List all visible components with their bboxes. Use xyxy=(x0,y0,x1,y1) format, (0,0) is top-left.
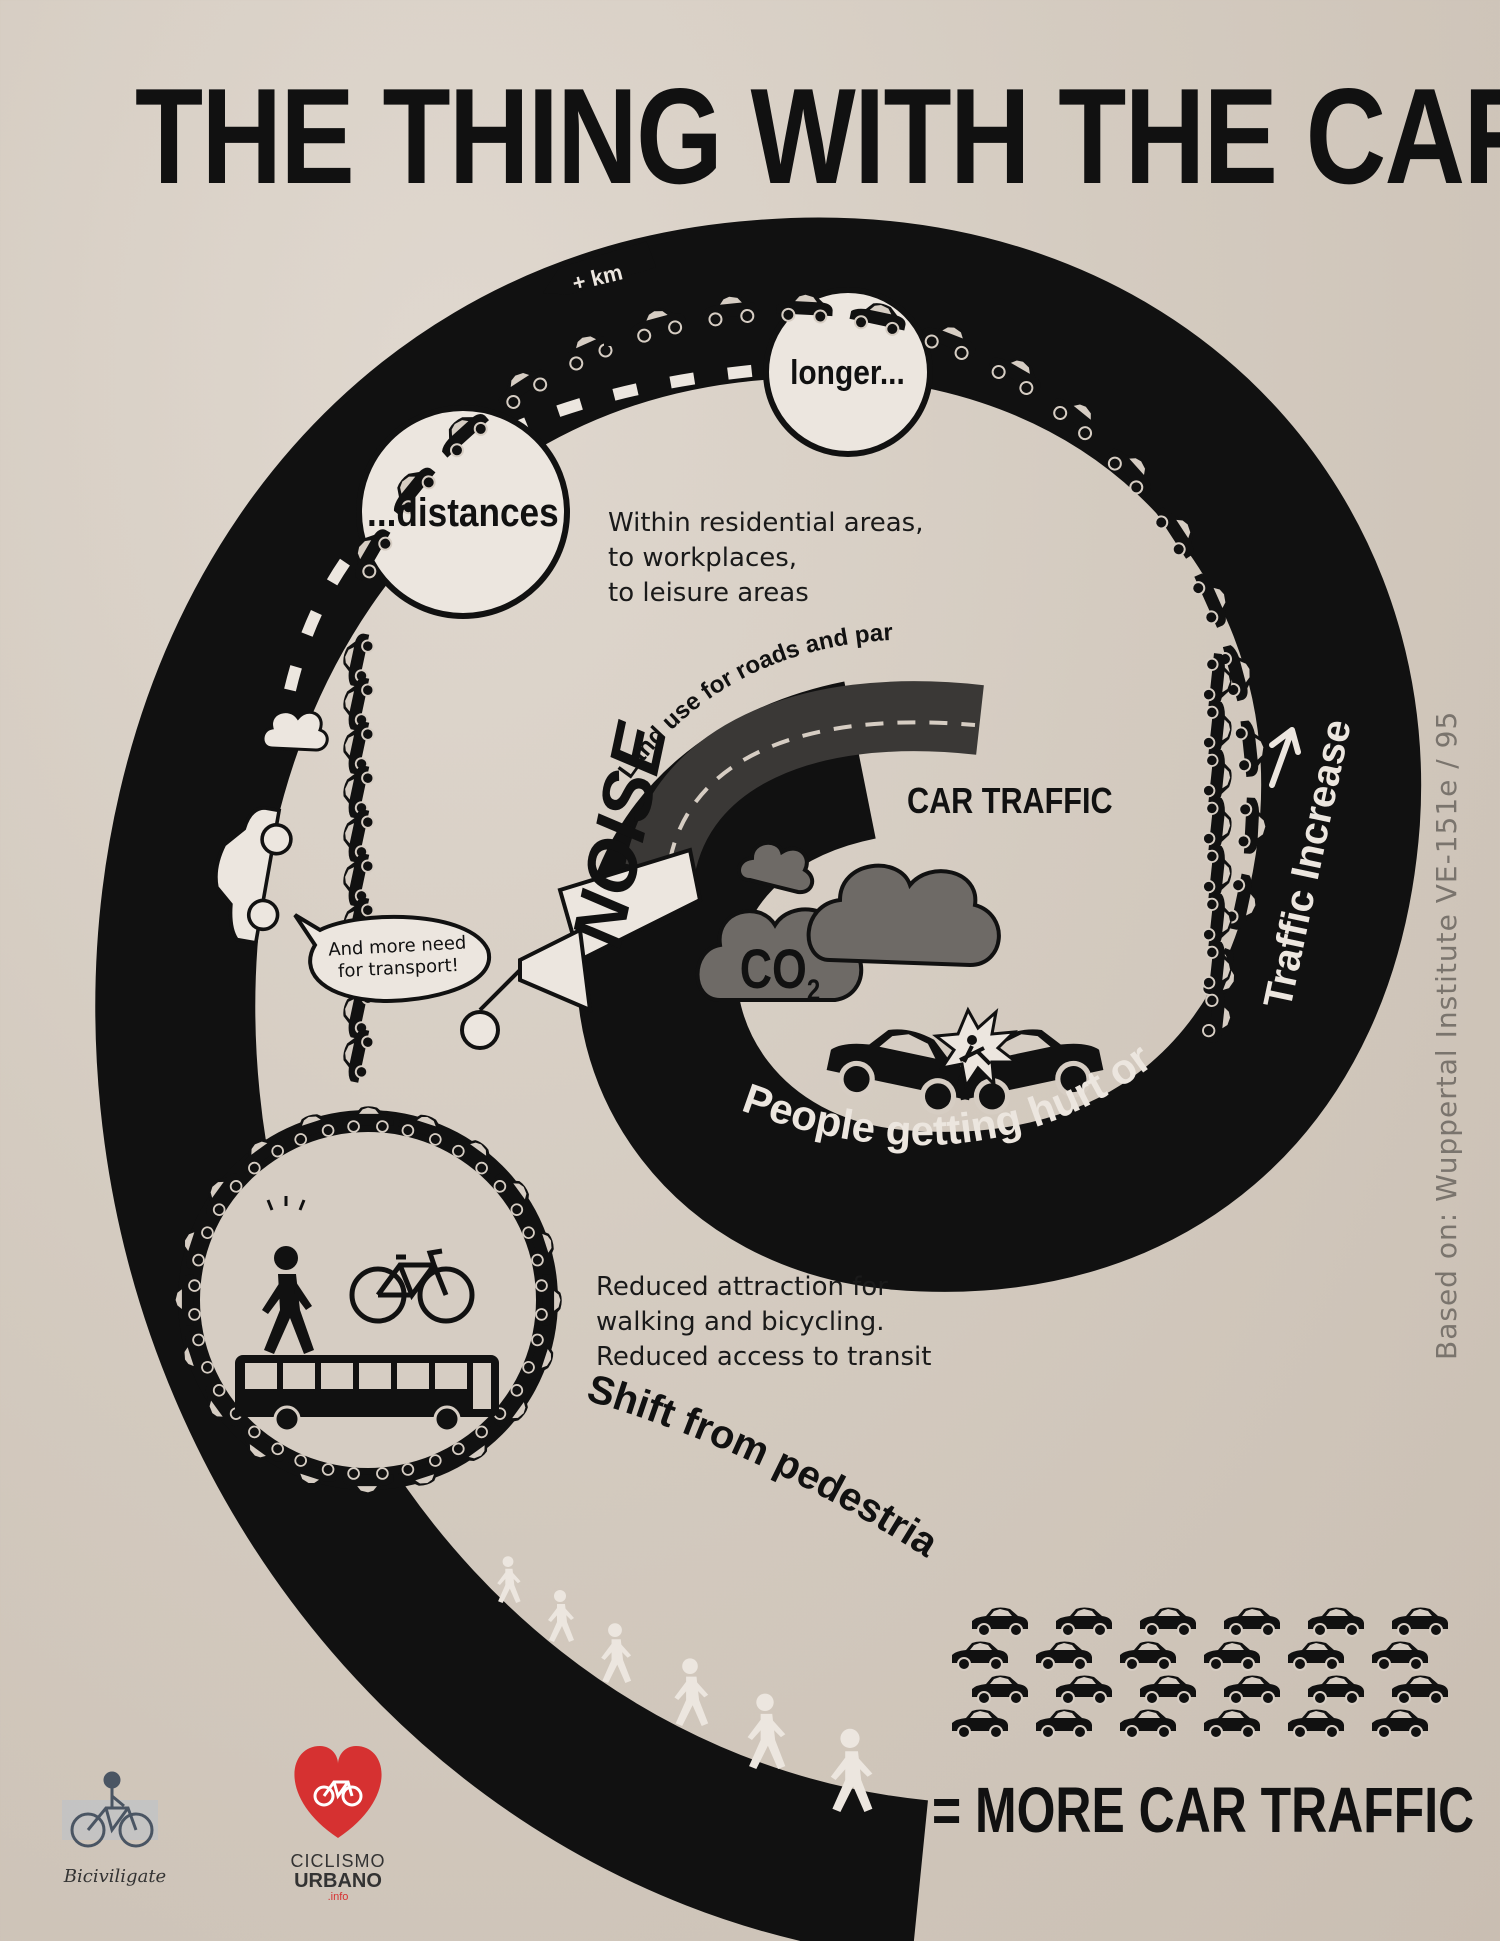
car-icon xyxy=(971,1674,1029,1705)
parking-lot-cars xyxy=(951,1606,1449,1739)
car-icon xyxy=(1035,1640,1093,1671)
car-icon xyxy=(1307,1674,1365,1705)
attraction-note: Reduced attraction for walking and bicyc… xyxy=(596,1272,932,1372)
car-icon xyxy=(1223,1674,1281,1705)
pedestrian-icon xyxy=(548,1590,574,1642)
car-icon xyxy=(337,717,377,778)
car-icon xyxy=(951,1708,1009,1739)
car-icon xyxy=(1139,1606,1197,1637)
car-icon xyxy=(1371,1708,1429,1739)
car-icon xyxy=(1223,1606,1281,1637)
car-icon xyxy=(1035,1708,1093,1739)
lane-markings xyxy=(284,364,761,692)
car-icon xyxy=(337,1025,377,1086)
right-logo-mid: URBANO xyxy=(294,1869,382,1892)
alert-marks xyxy=(266,1196,306,1211)
car-icon xyxy=(1119,1640,1177,1671)
co2-label: CO2 xyxy=(740,937,821,1006)
car-icon xyxy=(1139,1674,1197,1705)
left-logo-text: Biciviligate xyxy=(63,1866,167,1887)
car-icon xyxy=(1391,1606,1449,1637)
crash-icon xyxy=(823,1006,1107,1118)
smoke-cloud-icon xyxy=(695,841,1001,1002)
bicycle-logo-icon xyxy=(62,1771,158,1848)
car-icon xyxy=(1200,699,1236,758)
road-sign-icon: + km xyxy=(542,241,657,346)
bus-icon xyxy=(235,1355,499,1433)
car-icon xyxy=(1203,1708,1261,1739)
bicycle-icon xyxy=(349,1248,475,1324)
car-icon xyxy=(1371,1640,1429,1671)
credit-text: Based on: Wuppertal Institute VE-151e / … xyxy=(1430,710,1463,1360)
car-traffic-label: CAR TRAFFIC xyxy=(907,782,1113,822)
page-title: THE THING WITH THE CAR xyxy=(135,60,1500,212)
car-icon xyxy=(1203,1640,1261,1671)
pedestrian-icon xyxy=(601,1623,632,1683)
areas-note: Within residential areas, to workplaces,… xyxy=(608,508,924,608)
land-use-road xyxy=(625,681,984,878)
pedestrian-icon xyxy=(262,1246,314,1354)
pedestrian-icon xyxy=(497,1556,521,1603)
car-icon xyxy=(1200,843,1236,902)
car-icon xyxy=(1119,1708,1177,1739)
longer-label: longer... xyxy=(790,353,905,391)
megaphone-icon xyxy=(460,926,593,1050)
car-icon xyxy=(951,1640,1009,1671)
car-icon xyxy=(1287,1640,1345,1671)
car-icon xyxy=(1307,1606,1365,1637)
car-icon xyxy=(1200,747,1236,806)
pedestrian-icon xyxy=(674,1658,709,1726)
car-icon xyxy=(214,806,293,945)
result-label: = MORE CAR TRAFFIC xyxy=(932,1774,1475,1846)
pedestrian-icon xyxy=(747,1693,786,1769)
right-logo-small: .info xyxy=(327,1890,349,1903)
distances-label: ...distances xyxy=(367,490,559,535)
car-icon xyxy=(1391,1674,1449,1705)
car-icon xyxy=(1200,891,1236,950)
car-icon xyxy=(337,761,377,822)
right-logo: CICLISMO URBANO .info xyxy=(278,1852,398,1903)
right-logo-top: CICLISMO xyxy=(290,1851,386,1871)
car-icon xyxy=(337,849,377,910)
heart-bicycle-icon xyxy=(294,1746,382,1838)
distances-bubble xyxy=(356,405,570,619)
car-icon xyxy=(1287,1708,1345,1739)
small-cloud-icon xyxy=(261,710,329,752)
arrow-up-icon xyxy=(1269,727,1301,788)
car-icon xyxy=(1200,795,1236,854)
car-icon xyxy=(1055,1674,1113,1705)
car-icon xyxy=(971,1606,1029,1637)
car-icon xyxy=(1055,1606,1113,1637)
car-icon xyxy=(337,673,377,734)
more-need-label: And more needfor transport! xyxy=(328,932,468,982)
speech-bubble xyxy=(293,913,492,1003)
car-icon xyxy=(337,805,377,866)
